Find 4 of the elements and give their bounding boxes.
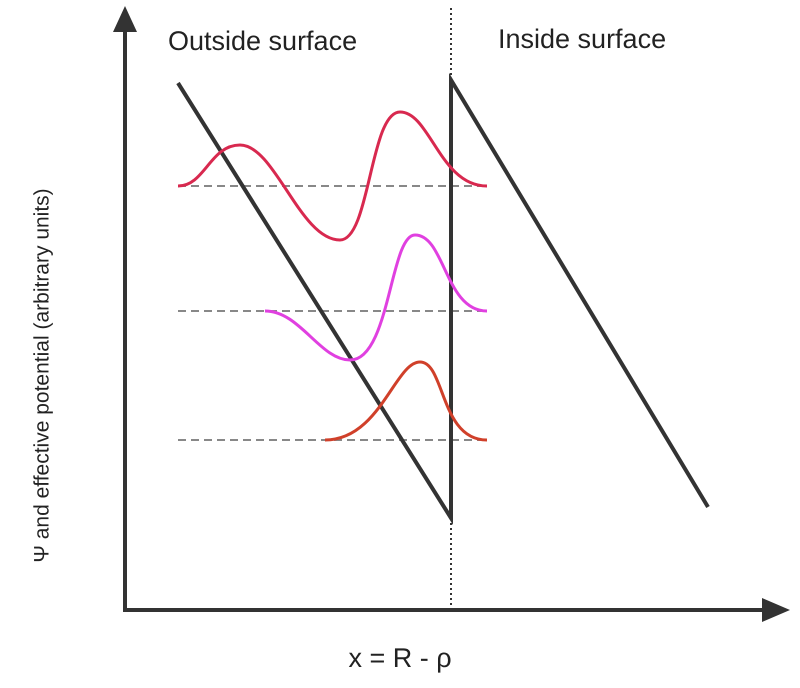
axis-title: Ψ and effective potential (arbitrary units) xyxy=(32,188,53,562)
region-label: Inside surface xyxy=(498,26,666,53)
region-label: Outside surface xyxy=(168,28,358,55)
axis-title: x = R - ρ xyxy=(348,645,452,672)
